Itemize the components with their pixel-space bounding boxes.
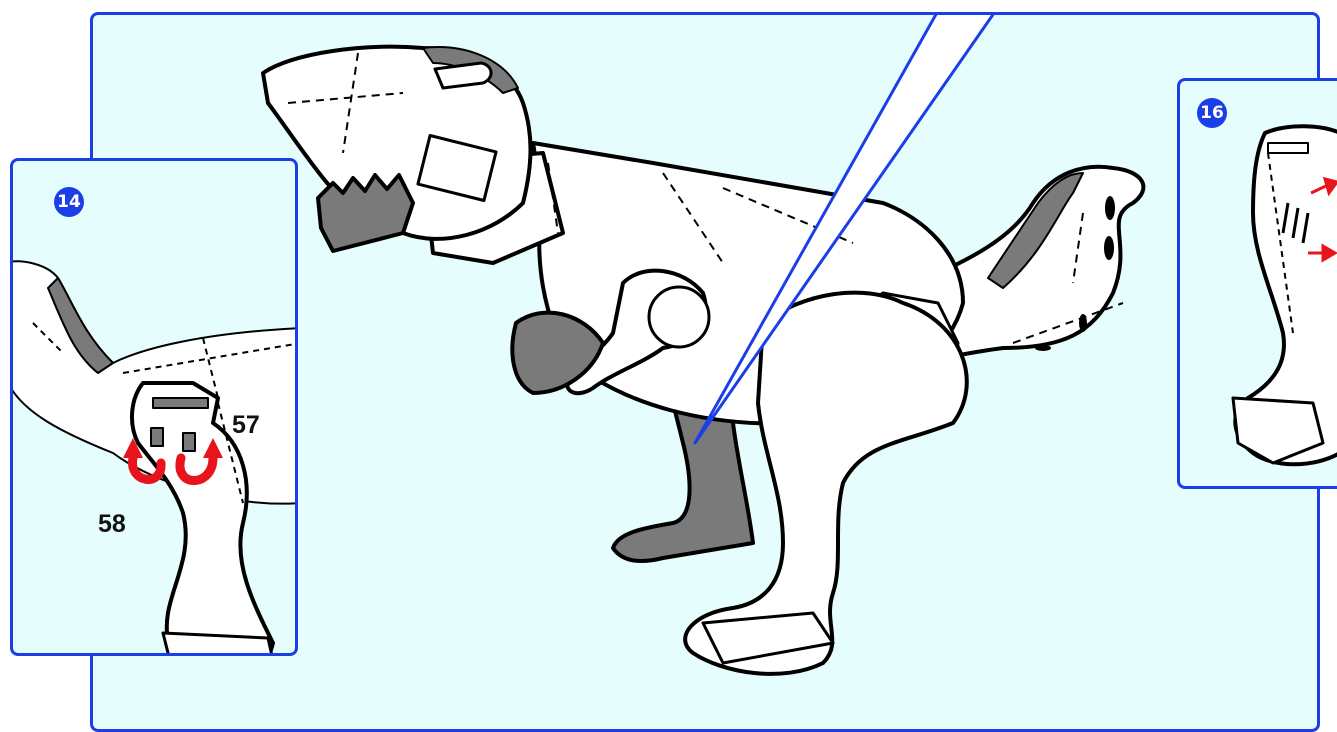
trex-assembly-illustration (261, 15, 1146, 676)
step-14-panel: 14 57 58 (10, 158, 298, 656)
leg-piece (1233, 124, 1337, 467)
trex-eye (433, 61, 493, 90)
step-14-illustration (13, 260, 295, 653)
leg-part-58 (130, 381, 275, 653)
step-16-panel: 16 (1177, 78, 1337, 489)
trex-jaw (316, 173, 415, 253)
step-16-badge: 16 (1197, 98, 1227, 128)
step-14-badge: 14 (54, 187, 84, 217)
step-16-illustration (1231, 124, 1337, 467)
part-label-57: 57 (232, 411, 260, 439)
trex-near-leg (683, 290, 969, 676)
part-label-58: 58 (98, 510, 126, 538)
rotate-arrow-heads (123, 438, 223, 458)
rotate-arrow-icon (128, 453, 218, 485)
pointer-beam (693, 15, 995, 445)
push-arrow-icon (1308, 176, 1337, 263)
